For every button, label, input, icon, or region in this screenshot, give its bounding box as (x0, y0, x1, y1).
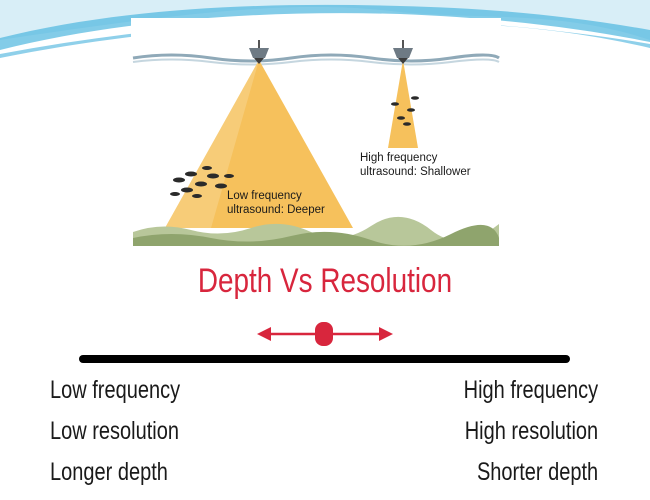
right-item: Shorter depth (476, 458, 598, 486)
left-boat-icon (249, 40, 269, 64)
seabed (133, 216, 499, 246)
sonar-drawing (132, 40, 500, 246)
left-item: Low resolution (50, 417, 179, 445)
high-frequency-label: High frequency ultrasound: Shallower (360, 152, 471, 178)
left-item: Low frequency (50, 376, 181, 404)
lower-panel (22, 252, 628, 500)
low-frequency-label: Low frequency ultrasound: Deeper (227, 190, 325, 216)
background-waves (0, 0, 650, 58)
right-item: High frequency (463, 376, 598, 404)
left-item: Longer depth (50, 458, 168, 486)
fish-school-icon (170, 96, 419, 198)
sonar-illustration: Low frequency ultrasound: Deeper High fr… (131, 18, 501, 246)
double-arrow-icon (257, 322, 393, 346)
page-title: Depth Vs Resolution (197, 262, 453, 300)
high-frequency-beam (388, 60, 418, 148)
water-surface (132, 53, 500, 63)
right-item: High resolution (464, 417, 598, 445)
right-boat-icon (393, 40, 413, 64)
right-column: High frequency High resolution Shorter d… (463, 370, 598, 493)
left-column: Low frequency Low resolution Longer dept… (50, 370, 180, 493)
axis-line (79, 355, 570, 363)
